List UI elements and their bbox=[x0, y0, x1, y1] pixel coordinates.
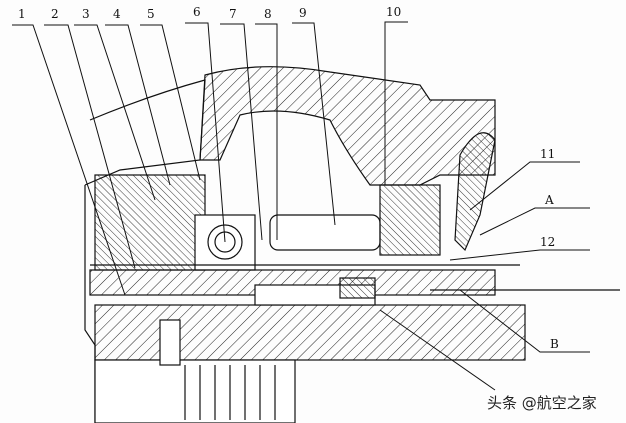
label-7: 7 bbox=[229, 7, 237, 21]
part-labels: 1 2 3 4 5 6 7 8 9 10 11 A 12 B bbox=[18, 5, 559, 351]
sleeve bbox=[269, 214, 381, 251]
label-1: 1 bbox=[18, 7, 26, 21]
nozzle bbox=[454, 132, 496, 252]
bearing-inner-race bbox=[214, 231, 236, 253]
bolt bbox=[159, 319, 181, 366]
label-11: 11 bbox=[540, 147, 555, 161]
flange bbox=[379, 184, 441, 256]
label-3: 3 bbox=[82, 7, 90, 21]
outer-casing-contour bbox=[84, 79, 206, 186]
upper-housing bbox=[199, 66, 496, 186]
lower-chamber bbox=[94, 359, 296, 423]
label-B: B bbox=[550, 337, 559, 351]
watermark: 头条 @航空之家 bbox=[487, 394, 597, 412]
label-6: 6 bbox=[193, 5, 201, 19]
label-12: 12 bbox=[540, 235, 555, 249]
label-5: 5 bbox=[147, 7, 155, 21]
seal-ring bbox=[339, 277, 376, 299]
leader-lines bbox=[12, 21, 590, 391]
casing-left-edge bbox=[84, 185, 96, 423]
label-9: 9 bbox=[299, 6, 307, 20]
spring-coils bbox=[184, 365, 276, 420]
label-A: A bbox=[544, 193, 554, 207]
label-10: 10 bbox=[386, 5, 401, 19]
label-8: 8 bbox=[264, 7, 272, 21]
label-4: 4 bbox=[113, 7, 121, 21]
label-2: 2 bbox=[51, 7, 59, 21]
